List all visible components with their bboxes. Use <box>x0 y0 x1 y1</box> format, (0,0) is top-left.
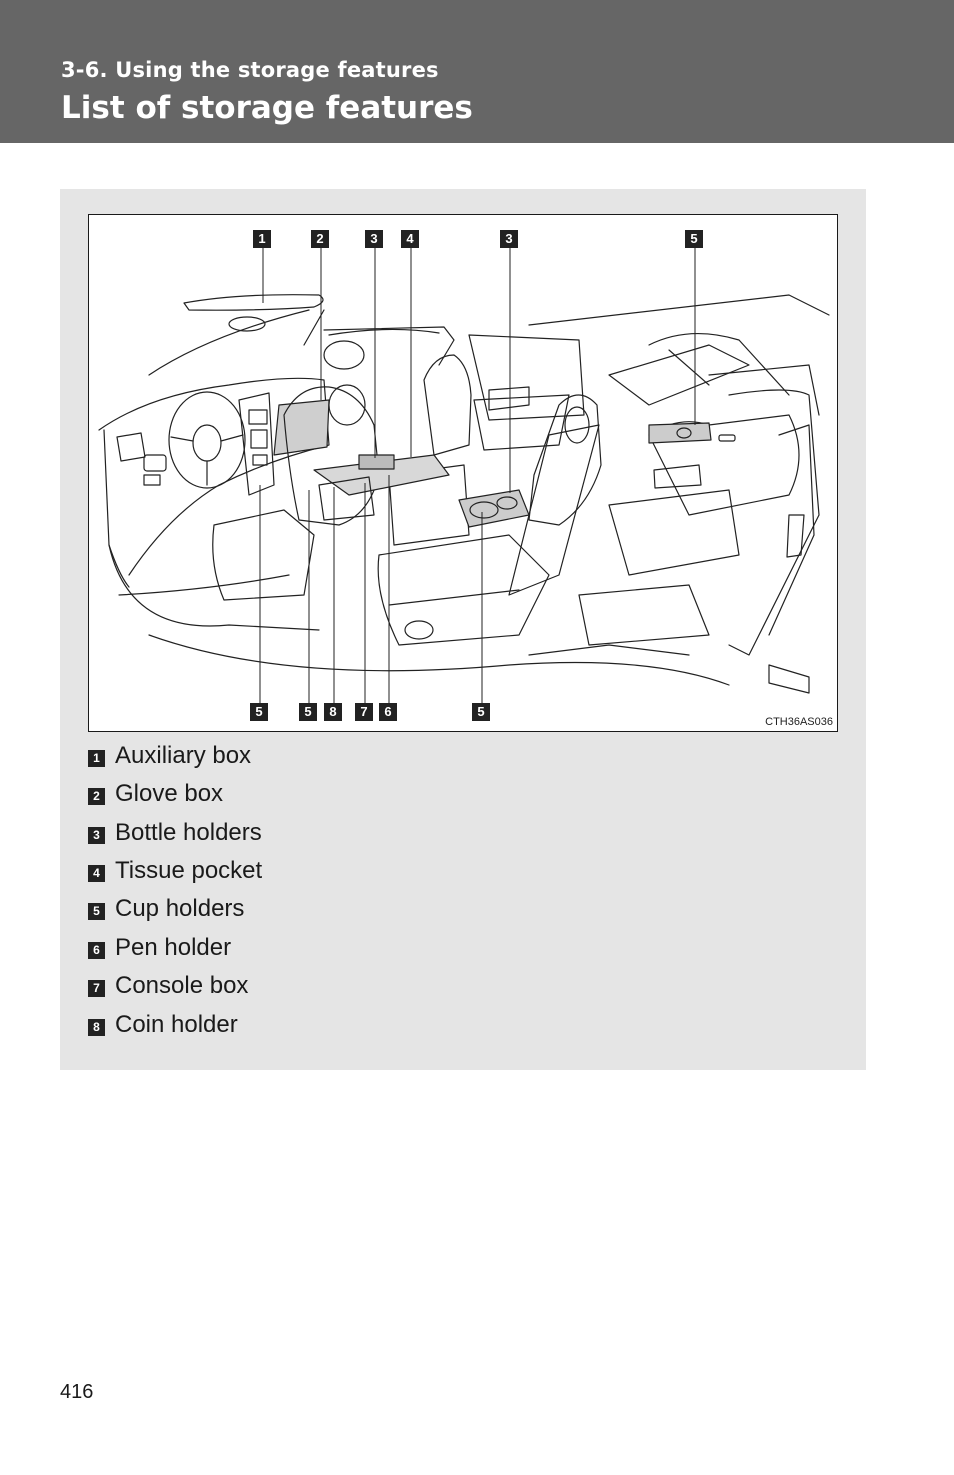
legend-number: 3 <box>88 827 105 844</box>
page-title: List of storage features <box>61 90 473 126</box>
callout-cup-holders-dash: 5 <box>250 703 268 721</box>
legend-label: Bottle holders <box>115 819 262 846</box>
legend-number: 1 <box>88 750 105 767</box>
legend-number: 4 <box>88 865 105 882</box>
legend-label: Pen holder <box>115 934 232 961</box>
section-title: 3-6. Using the storage features <box>61 58 439 82</box>
callout-cup-holders-third-row: 5 <box>685 230 703 248</box>
legend-number: 2 <box>88 788 105 805</box>
callout-cup-holders-console: 5 <box>299 703 317 721</box>
legend-number: 6 <box>88 942 105 959</box>
legend-label: Auxiliary box <box>115 742 252 769</box>
legend-number: 7 <box>88 980 105 997</box>
callout-console-box: 7 <box>355 703 373 721</box>
legend-label: Cup holders <box>115 895 245 922</box>
callout-pen-holder: 6 <box>379 703 397 721</box>
callout-tissue-pocket: 4 <box>401 230 419 248</box>
legend-label: Tissue pocket <box>115 857 263 884</box>
callout-auxiliary-box: 1 <box>253 230 271 248</box>
callout-glove-box: 2 <box>311 230 329 248</box>
callout-cup-holders-second-row: 5 <box>472 703 490 721</box>
legend-number: 5 <box>88 903 105 920</box>
callout-bottle-holders-rear: 3 <box>500 230 518 248</box>
legend-label: Glove box <box>115 780 224 807</box>
vehicle-interior-illustration: 1 2 3 4 3 5 5 5 8 7 6 5 CTH36AS036 <box>88 214 838 732</box>
legend-label: Coin holder <box>115 1011 238 1038</box>
legend-label: Console box <box>115 972 249 999</box>
legend-number: 8 <box>88 1019 105 1036</box>
page-number: 416 <box>60 1381 94 1403</box>
callout-bottle-holders-front: 3 <box>365 230 383 248</box>
callout-coin-holder: 8 <box>324 703 342 721</box>
page-header: 3-6. Using the storage features List of … <box>0 0 954 143</box>
figure-code: CTH36AS036 <box>765 716 833 728</box>
interior-line-drawing <box>98 248 830 703</box>
